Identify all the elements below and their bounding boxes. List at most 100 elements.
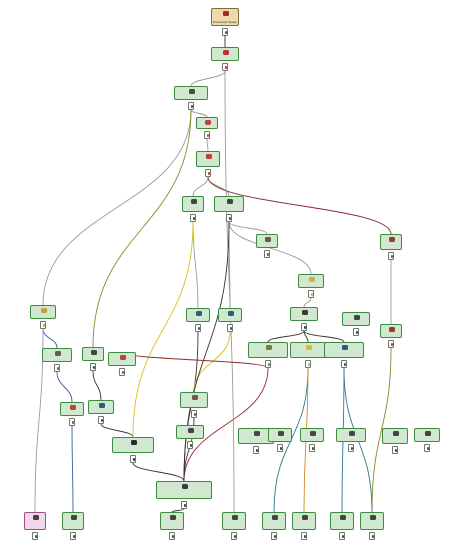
port-item-icon <box>56 367 59 370</box>
node-n-b2[interactable] <box>214 196 244 212</box>
node-n-top[interactable]: Processed Output <box>211 8 239 26</box>
node-port[interactable] <box>388 252 394 260</box>
node-port[interactable] <box>187 441 193 449</box>
node-port[interactable] <box>98 416 104 424</box>
raw-icon <box>302 515 308 520</box>
node-n-c4[interactable] <box>30 305 56 319</box>
node-port[interactable] <box>69 418 75 426</box>
node-port[interactable] <box>301 532 307 540</box>
node-port[interactable] <box>70 532 76 540</box>
node-extra-1[interactable] <box>268 428 292 442</box>
node-n-s5[interactable] <box>262 512 286 530</box>
node-n-b3[interactable] <box>256 234 278 248</box>
node-extra-5[interactable] <box>414 428 440 442</box>
port-item-icon <box>233 535 236 538</box>
node-n-s7[interactable] <box>330 512 354 530</box>
node-n-m8[interactable] <box>108 352 136 366</box>
port-item-icon <box>371 535 374 538</box>
node-port[interactable] <box>353 328 359 336</box>
node-n-hub[interactable] <box>156 481 212 499</box>
node-port[interactable] <box>169 532 175 540</box>
node-port[interactable] <box>227 324 233 332</box>
node-port[interactable] <box>277 444 283 452</box>
node-port[interactable] <box>226 214 232 222</box>
node-n-a1[interactable] <box>211 47 239 61</box>
node-extra-3[interactable] <box>336 428 366 442</box>
node-port[interactable] <box>222 28 228 36</box>
edge-20 <box>92 370 102 401</box>
machine-icon <box>182 484 188 489</box>
node-port[interactable] <box>388 340 394 348</box>
node-n-m2[interactable] <box>218 308 242 322</box>
node-port[interactable] <box>339 532 345 540</box>
node-port[interactable] <box>90 363 96 371</box>
node-port[interactable] <box>222 63 228 71</box>
node-port[interactable] <box>205 169 211 177</box>
node-port[interactable] <box>271 532 277 540</box>
node-n-c3[interactable] <box>290 307 318 321</box>
node-port[interactable] <box>265 360 271 368</box>
node-port[interactable] <box>40 321 46 329</box>
node-port[interactable] <box>181 501 187 509</box>
node-n-s6[interactable] <box>292 512 316 530</box>
node-port[interactable] <box>54 364 60 372</box>
node-n-m7[interactable] <box>82 347 104 361</box>
node-n-s8[interactable] <box>360 512 384 530</box>
node-port[interactable] <box>253 446 259 454</box>
plate-icon <box>120 355 126 360</box>
node-port[interactable] <box>301 323 307 331</box>
node-n-c1[interactable] <box>380 234 402 250</box>
node-n-r4[interactable] <box>60 402 84 416</box>
node-n-m5[interactable] <box>324 342 364 358</box>
port-item-icon <box>355 331 358 334</box>
node-n-r2[interactable] <box>180 392 208 408</box>
gear-icon <box>302 310 308 315</box>
node-n-a3[interactable] <box>196 117 218 129</box>
node-port[interactable] <box>204 131 210 139</box>
node-port[interactable] <box>392 446 398 454</box>
node-port[interactable] <box>190 214 196 222</box>
node-port[interactable] <box>341 360 347 368</box>
node-n-r1[interactable] <box>380 324 402 338</box>
node-n-c2[interactable] <box>298 274 324 288</box>
node-port[interactable] <box>309 444 315 452</box>
node-port[interactable] <box>424 444 430 452</box>
node-n-a2[interactable] <box>174 86 208 100</box>
node-port[interactable] <box>191 410 197 418</box>
node-port[interactable] <box>130 455 136 463</box>
node-extra-6[interactable] <box>176 425 204 439</box>
node-n-a4[interactable] <box>196 151 220 167</box>
node-n-s2[interactable] <box>62 512 84 530</box>
node-n-m4[interactable] <box>290 342 326 358</box>
node-n-b1[interactable] <box>182 196 204 212</box>
node-n-m6[interactable] <box>42 348 72 362</box>
circuit-icon <box>189 89 195 94</box>
node-port[interactable] <box>119 368 125 376</box>
node-n-k1[interactable] <box>112 437 154 453</box>
node-port[interactable] <box>264 250 270 258</box>
node-port[interactable] <box>369 532 375 540</box>
node-port[interactable] <box>348 444 354 452</box>
node-n-s1[interactable] <box>24 512 46 530</box>
node-extra-7[interactable] <box>342 312 370 326</box>
node-n-s3[interactable] <box>160 512 184 530</box>
node-extra-0[interactable] <box>238 428 274 444</box>
node-n-r3[interactable] <box>88 400 114 414</box>
node-port[interactable] <box>231 532 237 540</box>
edge-27 <box>71 425 74 513</box>
node-port[interactable] <box>32 532 38 540</box>
node-port[interactable] <box>188 102 194 110</box>
raw-icon <box>370 515 376 520</box>
node-extra-4[interactable] <box>382 428 408 444</box>
port-item-icon <box>121 371 124 374</box>
port-item-icon <box>229 327 232 330</box>
dust-icon <box>192 395 198 400</box>
edge-2 <box>190 109 208 118</box>
node-port[interactable] <box>308 290 314 298</box>
node-n-s4[interactable] <box>222 512 246 530</box>
node-port[interactable] <box>195 324 201 332</box>
node-n-m3[interactable] <box>248 342 288 358</box>
node-n-m1[interactable] <box>186 308 210 322</box>
node-port[interactable] <box>305 360 311 368</box>
node-extra-2[interactable] <box>300 428 324 442</box>
